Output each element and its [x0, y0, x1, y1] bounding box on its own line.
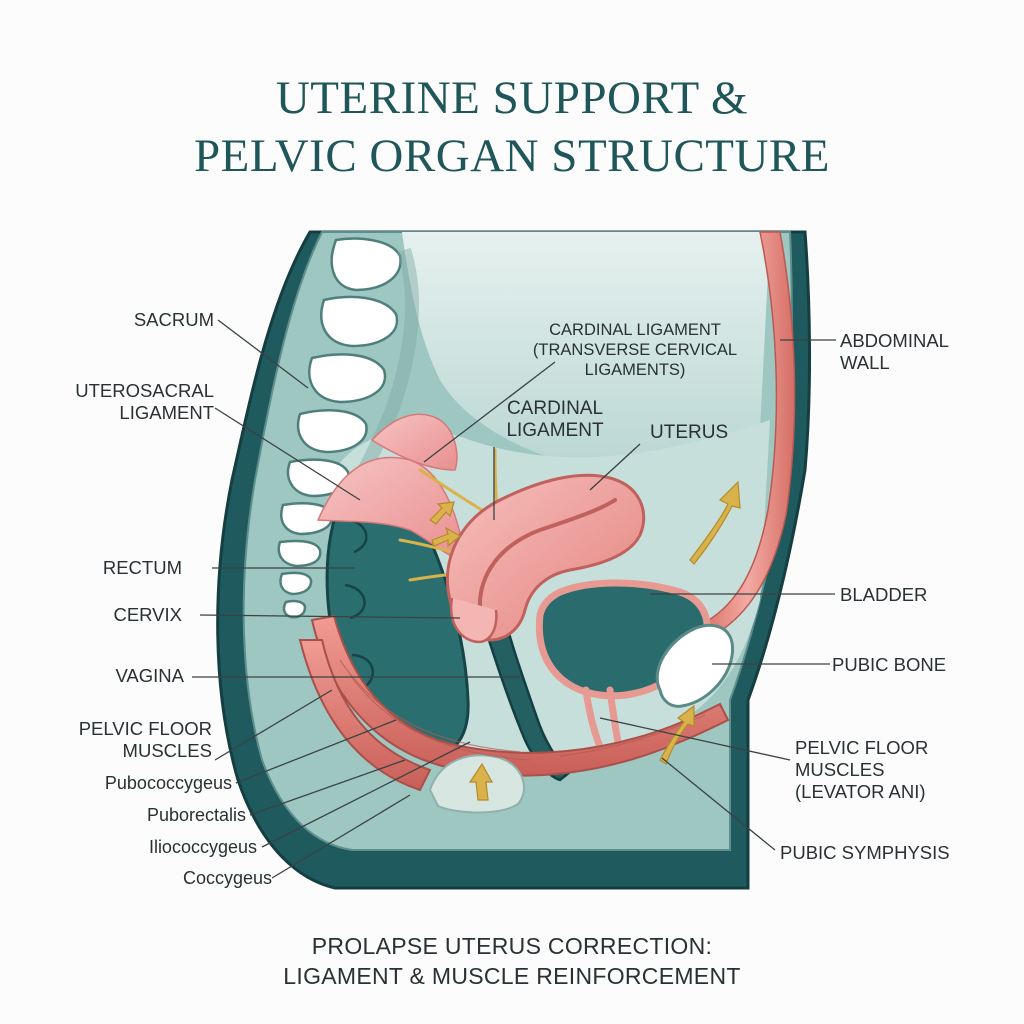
diagram-title-line-2: PELVIC ORGAN STRUCTURE — [194, 130, 830, 182]
leader-lines — [192, 319, 836, 879]
footer-caption-line-1: PROLAPSE UTERUS CORRECTION: — [311, 933, 713, 959]
footer-caption-line-2: LIGAMENT & MUSCLE REINFORCEMENT — [283, 963, 741, 989]
label-sacrum: SACRUM — [133, 309, 214, 330]
pelvic-floor-muscles — [310, 614, 730, 777]
label-pelvic-floor-muscles-left: PELVIC FLOOR MUSCLES — [78, 718, 212, 761]
label-uterus: UTERUS — [650, 422, 729, 443]
label-vagina: VAGINA — [115, 665, 184, 686]
cervix — [449, 597, 498, 644]
label-pubic-bone: PUBIC BONE — [832, 654, 947, 675]
cardinal-ligament-upper — [370, 413, 458, 471]
label-cardinal-ligament: CARDINAL LIGAMENT — [506, 398, 604, 441]
label-pubococcygeus: Pubococcygeus — [104, 773, 232, 793]
label-cervix: CERVIX — [113, 604, 182, 625]
uterine-cavity — [477, 498, 617, 612]
label-pubic-symphysis: PUBIC SYMPHYSIS — [780, 842, 950, 863]
diagram-title-line-1: UTERINE SUPPORT & — [275, 72, 749, 124]
label-coccygeus: Coccygeus — [182, 868, 272, 888]
abdominal-cavity — [402, 232, 770, 474]
label-iliococcygeus: Iliococcygeus — [148, 837, 257, 857]
label-uterosacral-ligament: UTEROSACRAL LIGAMENT — [75, 380, 214, 423]
label-pelvic-floor-muscles-right: PELVIC FLOOR MUSCLES (LEVATOR ANI) — [795, 737, 929, 802]
label-cardinal-ligament-full: CARDINAL LIGAMENT (TRANSVERSE CERVICAL L… — [532, 321, 738, 379]
label-abdominal-wall: ABDOMINAL WALL — [840, 330, 949, 373]
label-rectum: RECTUM — [102, 557, 182, 578]
uterus — [445, 473, 646, 642]
label-bladder: BLADDER — [840, 584, 928, 605]
label-puborectalis: Puborectalis — [146, 805, 246, 825]
pubic-bone — [655, 623, 735, 708]
